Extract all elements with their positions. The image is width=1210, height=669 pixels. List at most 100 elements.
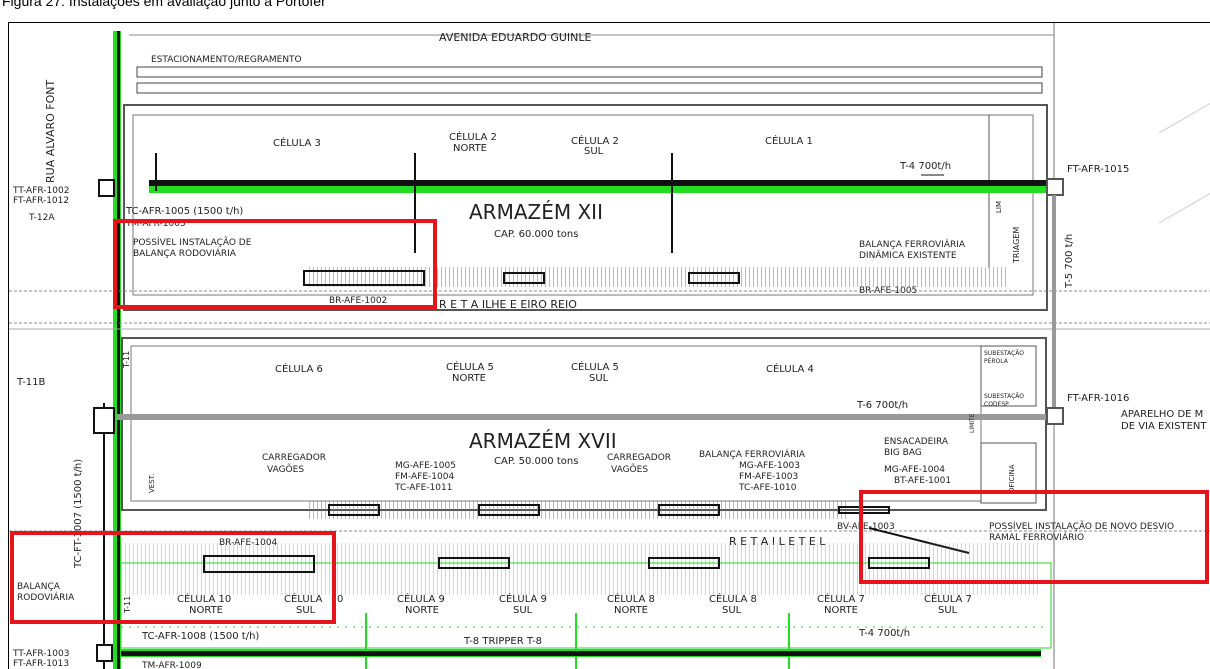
bottom-cell-7s: CÉLULA 7 bbox=[924, 592, 972, 605]
w17-cell-5n: CÉLULA 5 bbox=[446, 360, 494, 373]
rail-scale-17: BALANÇA FERROVIÁRIA bbox=[699, 448, 806, 460]
tower-1016 bbox=[1046, 407, 1064, 425]
parking-rows bbox=[136, 66, 1043, 94]
w12-cell-3: CÉLULA 3 bbox=[273, 136, 321, 149]
tc-1011-label: TC-AFE-1011 bbox=[394, 483, 452, 493]
bottom-cell-10s: CÉLULA bbox=[284, 592, 322, 605]
tripper-label: T-8 TRIPPER T-8 bbox=[463, 636, 542, 647]
wagon-1 bbox=[503, 272, 545, 284]
ft-1016-label: FT-AFR-1016 bbox=[1067, 393, 1129, 404]
bottom-scale-2: RODOVIÁRIA bbox=[17, 591, 75, 603]
vest-label: VEST. bbox=[148, 474, 156, 493]
ft-1012-label: FT-AFR-1012 bbox=[13, 196, 69, 206]
bottom-cell-9s: CÉLULA 9 bbox=[499, 592, 547, 605]
ft-1015-label: FT-AFR-1015 bbox=[1067, 164, 1129, 175]
bottom-cell-7s-sub: SUL bbox=[938, 605, 958, 616]
bt-1001-label: BT-AFE-1001 bbox=[894, 476, 951, 486]
oficina-label: OFICINA bbox=[1008, 464, 1016, 493]
w17-cell-5n-sub: NORTE bbox=[452, 373, 486, 384]
tower-1003 bbox=[96, 644, 113, 662]
ft-1013-label: FT-AFR-1013 bbox=[13, 659, 69, 669]
bottom-cell-10s-sub: SUL bbox=[296, 605, 316, 616]
bottom-cell-9s-sub: SUL bbox=[513, 605, 533, 616]
bottom-cell-7n: CÉLULA 7 bbox=[817, 592, 865, 605]
w12-cell-2n-sub: NORTE bbox=[453, 143, 487, 154]
figure-caption: Figura 27: Instalações em avaliação junt… bbox=[0, 0, 1210, 22]
w17-cell-5s-sub: SUL bbox=[589, 373, 609, 384]
aparelho-1: APARELHO DE M bbox=[1121, 409, 1203, 420]
warehouse-12-inner bbox=[132, 114, 1034, 296]
bottom-cell-7n-sub: NORTE bbox=[824, 605, 858, 616]
t5-label: T-5 700 t/h bbox=[1064, 234, 1075, 289]
tt-1003-label: TT-AFR-1003 bbox=[12, 649, 69, 659]
t11-label: T-11 bbox=[122, 351, 131, 369]
wagon-2 bbox=[688, 272, 740, 284]
w12-black-conveyor bbox=[149, 180, 1057, 186]
w12-cell-2s: CÉLULA 2 bbox=[571, 134, 619, 147]
w12-rail-hatch bbox=[309, 267, 1009, 287]
desvio-1: POSSÍVEL INSTALAÇÃO DE NOVO DESVIO bbox=[989, 520, 1174, 532]
bv-1003-label: BV-AFE-1003 bbox=[837, 522, 895, 532]
bottom-cell-9n: CÉLULA 9 bbox=[397, 592, 445, 605]
road-curb bbox=[1158, 102, 1210, 224]
w12-conveyor-label: T-4 700t/h bbox=[899, 161, 951, 172]
oficina-box bbox=[980, 442, 1037, 504]
bottom-t4-label: T-4 700t/h bbox=[858, 628, 910, 639]
aparelho-2: DE VIA EXISTENT bbox=[1121, 421, 1207, 432]
left-black-conveyor bbox=[117, 31, 120, 669]
highlight-scale-xii bbox=[113, 219, 437, 309]
warehouse-17-inner bbox=[130, 345, 982, 502]
br-1002-label: BR-AFE-1002 bbox=[329, 296, 387, 306]
mg-1004-label: MG-AFE-1004 bbox=[884, 465, 945, 475]
w12-rail-scale-1: BALANÇA FERROVIÁRIA bbox=[859, 238, 966, 250]
loader-2b: VAGÕES bbox=[611, 463, 648, 475]
w12-rail-scale-2: DINÂMICA EXISTENTE bbox=[859, 249, 957, 261]
bottom-cell-10n: CÉLULA 10 bbox=[177, 592, 231, 605]
tt-1002-label: TT-AFR-1002 bbox=[12, 186, 69, 196]
w17-rail-hatch bbox=[309, 501, 849, 519]
w12-cell-1: CÉLULA 1 bbox=[765, 134, 813, 147]
sub-codesp-2: CODESP bbox=[984, 401, 1009, 408]
bottom-wagons bbox=[203, 555, 930, 573]
limite-label: LIMITE bbox=[969, 413, 976, 433]
tc-1007-label: TC-FT-1007 (1500 t/h) bbox=[73, 459, 84, 569]
w17-conveyor-label: T-6 700t/h bbox=[856, 400, 908, 411]
w12-green-conveyor bbox=[149, 185, 1057, 193]
caption-text: Figura 27: Instalações em avaliação junt… bbox=[2, 0, 326, 9]
w12-cell-2s-sub: SUL bbox=[584, 146, 604, 157]
sub-perola-1: SUBESTAÇÃO bbox=[984, 350, 1024, 357]
w17-conveyor bbox=[117, 414, 1057, 420]
w12-columns bbox=[155, 153, 673, 253]
w12-cell-2n: CÉLULA 2 bbox=[449, 130, 497, 143]
fm-1003-label: FM-AFE-1003 bbox=[739, 472, 798, 482]
bottom-cell-8n-sub: NORTE bbox=[614, 605, 648, 616]
highlight-new-siding bbox=[859, 490, 1209, 584]
street-top-label: AVENIDA EDUARDO GUINLE bbox=[439, 31, 592, 44]
tc-1010-label: TC-AFE-1010 bbox=[738, 483, 797, 493]
bottom-green-columns bbox=[365, 613, 790, 669]
bottom-scale-1: BALANÇA bbox=[17, 582, 61, 592]
highlight-scale-bottom bbox=[10, 531, 336, 624]
site-plan: AVENIDA EDUARDO GUINLE RUA ALVARO FONT E… bbox=[9, 23, 1210, 669]
bagger-1: ENSACADEIRA bbox=[884, 437, 949, 447]
w12-capacity: CAP. 60.000 tons bbox=[494, 229, 578, 240]
w12-title: ARMAZÉM XII bbox=[469, 200, 603, 224]
w12-possible-scale-2: BALANÇA RODOVIÁRIA bbox=[133, 247, 237, 259]
substation-box bbox=[980, 345, 1037, 407]
triagem-label: TRIAGEM bbox=[1012, 227, 1021, 264]
t11-lower-label: T-11 bbox=[123, 596, 132, 614]
w17-title: ARMAZÉM XVII bbox=[469, 429, 617, 453]
bottom-cell-10n-sub: NORTE bbox=[189, 605, 223, 616]
loader-2a: CARREGADOR bbox=[607, 453, 671, 463]
warehouse-12-outline bbox=[123, 104, 1048, 311]
t11b-label: T-11B bbox=[16, 377, 46, 388]
tm-1009-label: TM-AFR-1009 bbox=[141, 661, 202, 669]
bottom-cell-8n: CÉLULA 8 bbox=[607, 592, 655, 605]
tower-1002 bbox=[98, 179, 115, 197]
bottom-cell-digit: 0 bbox=[337, 594, 343, 605]
w12-possible-scale-1: POSSÍVEL INSTALAÇÃO DE bbox=[133, 236, 252, 248]
highlight-boxes bbox=[10, 219, 1209, 624]
bottom-black-conveyor bbox=[121, 651, 1041, 656]
loader-1b: VAGÕES bbox=[267, 463, 304, 475]
w12-tc-partial: TM-AFR-1005 bbox=[125, 219, 186, 229]
